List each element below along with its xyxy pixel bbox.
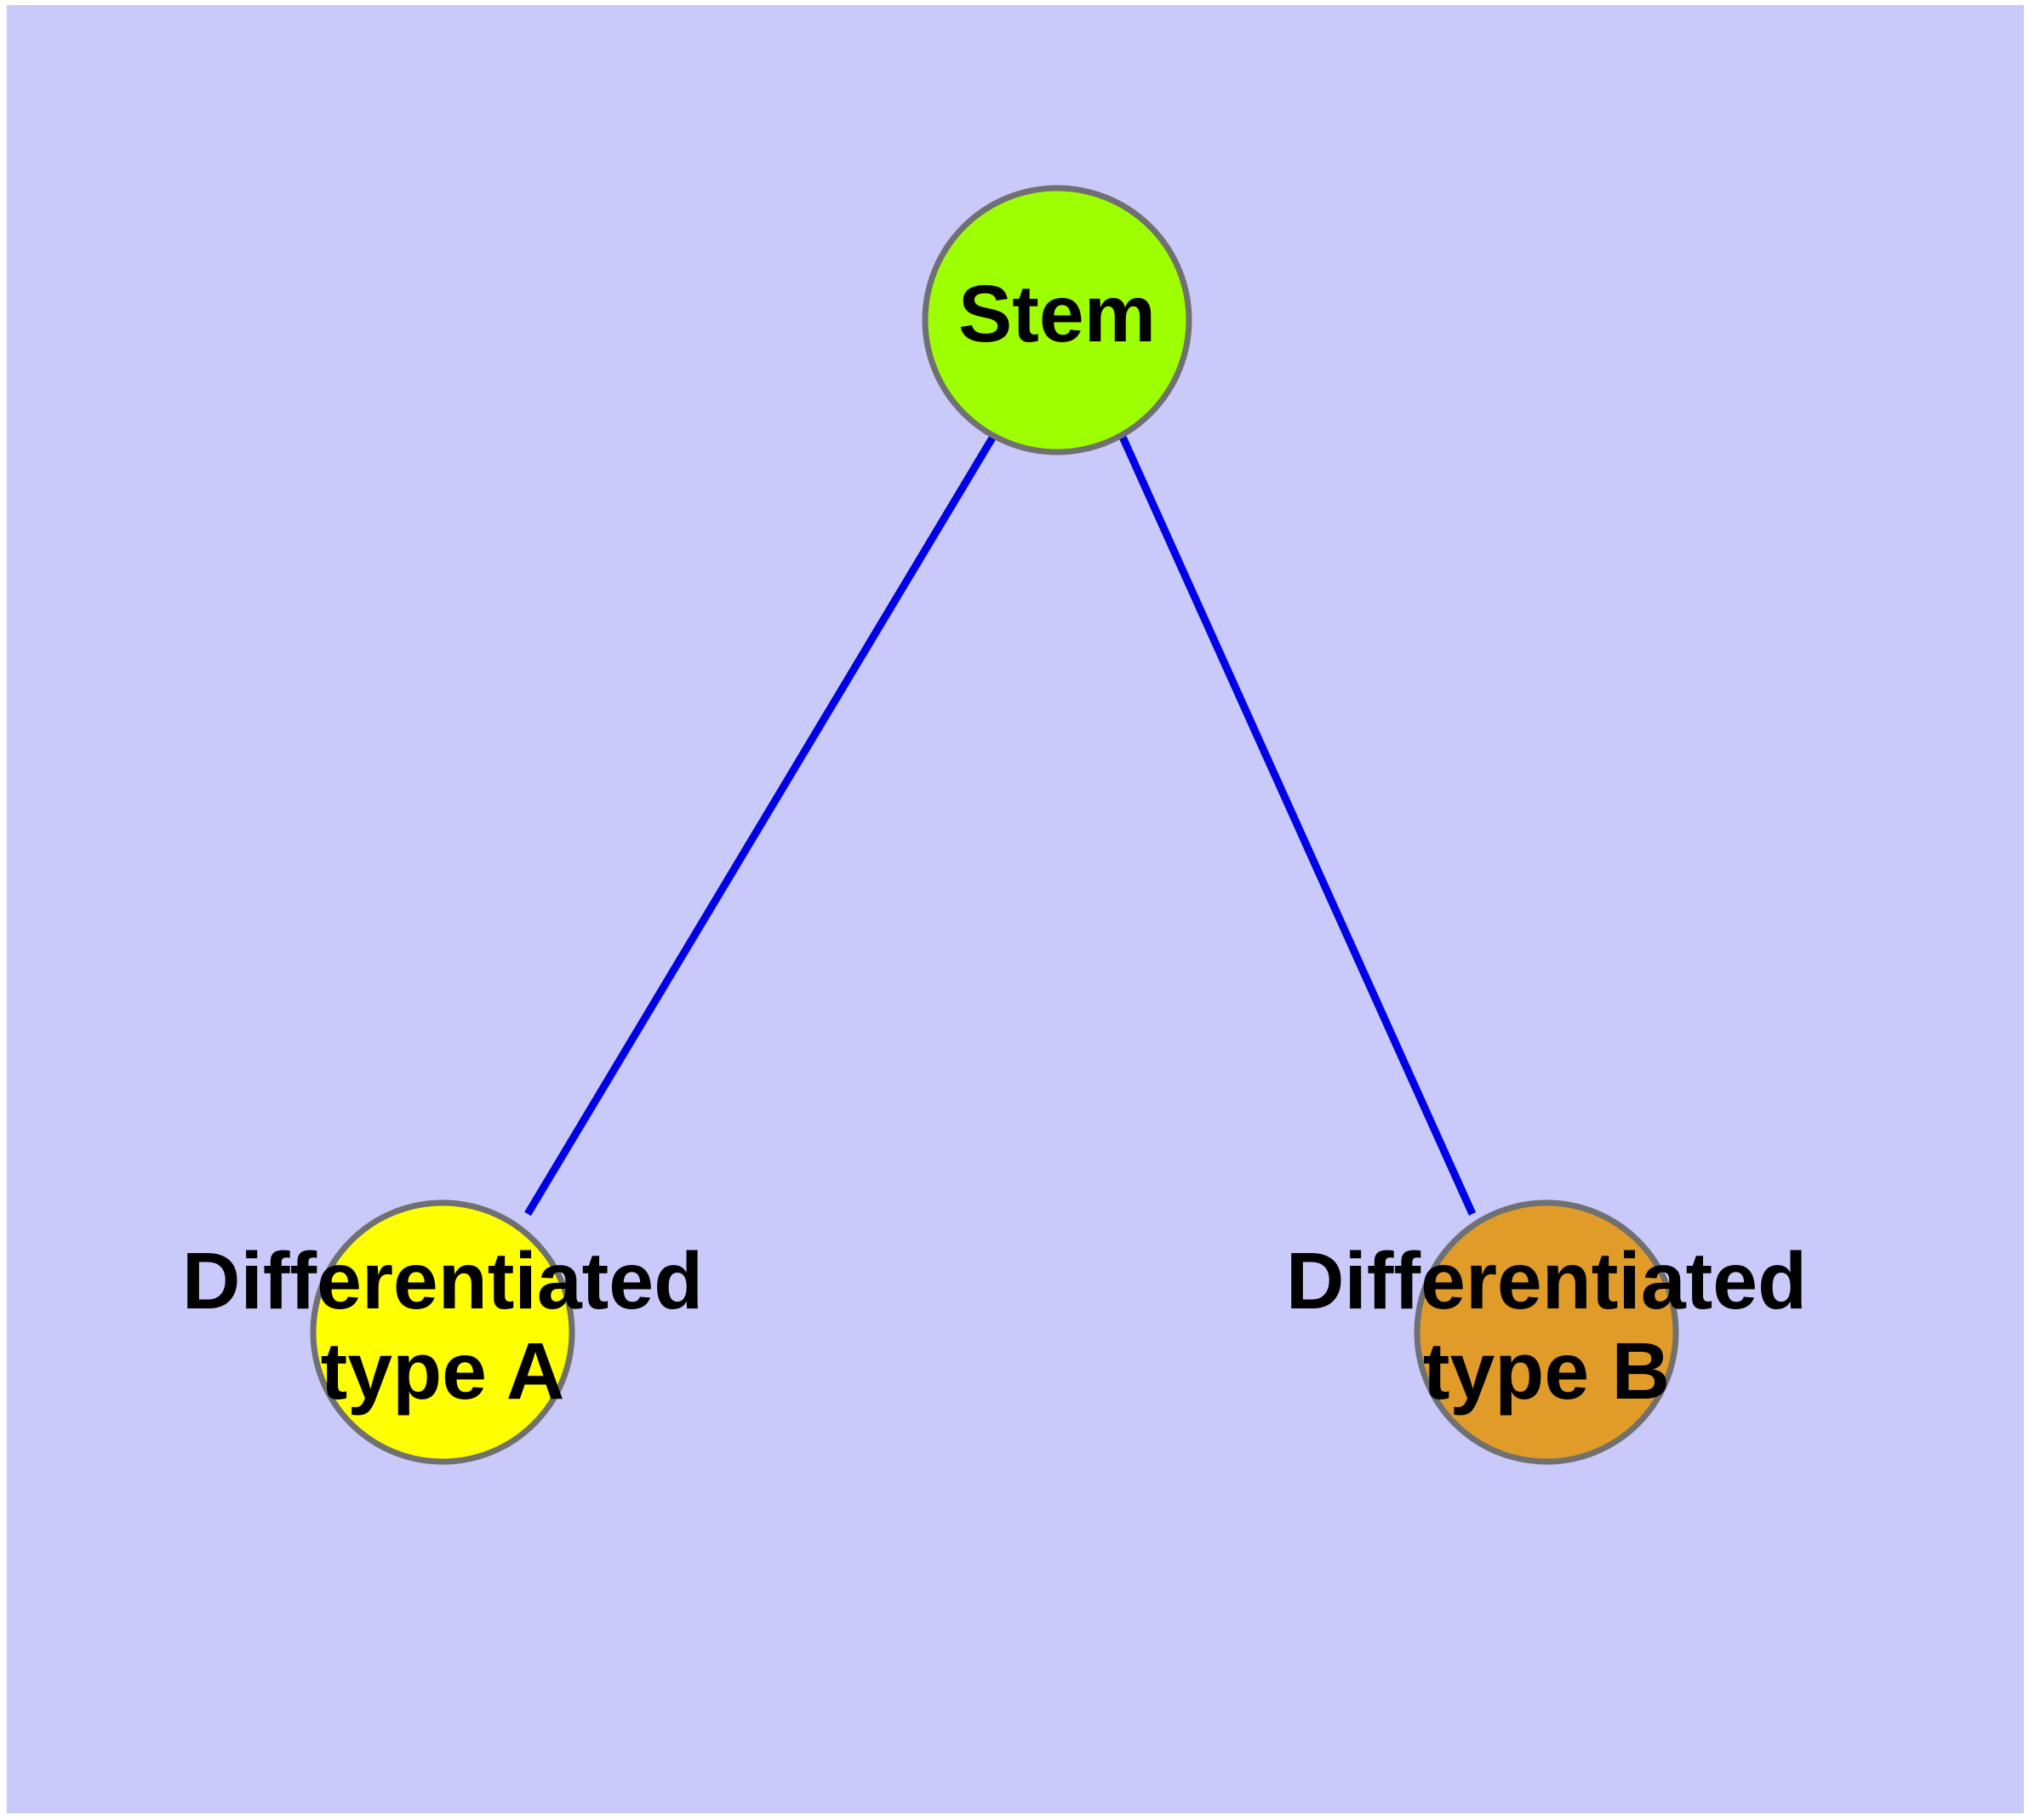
node-circle-diff_a[interactable] (310, 1199, 575, 1465)
node-label-line: Stem (958, 269, 1156, 359)
node-label-line: Differentiated (1286, 1236, 1807, 1326)
node-label-line: type A (321, 1326, 565, 1417)
node-circle-diff_b[interactable] (1414, 1199, 1679, 1465)
node-circle-stem[interactable] (922, 185, 1192, 455)
node-label-stem: Stem (958, 269, 1156, 359)
edge-stem-to-diff-b[interactable] (1117, 433, 1477, 1216)
edges-group (524, 432, 1477, 1216)
node-label-line: type B (1423, 1326, 1670, 1417)
edge-stem-to-diff-a[interactable] (524, 432, 997, 1216)
node-label-line: Differentiated (182, 1236, 703, 1326)
node-stem[interactable]: Stem (922, 185, 1192, 455)
